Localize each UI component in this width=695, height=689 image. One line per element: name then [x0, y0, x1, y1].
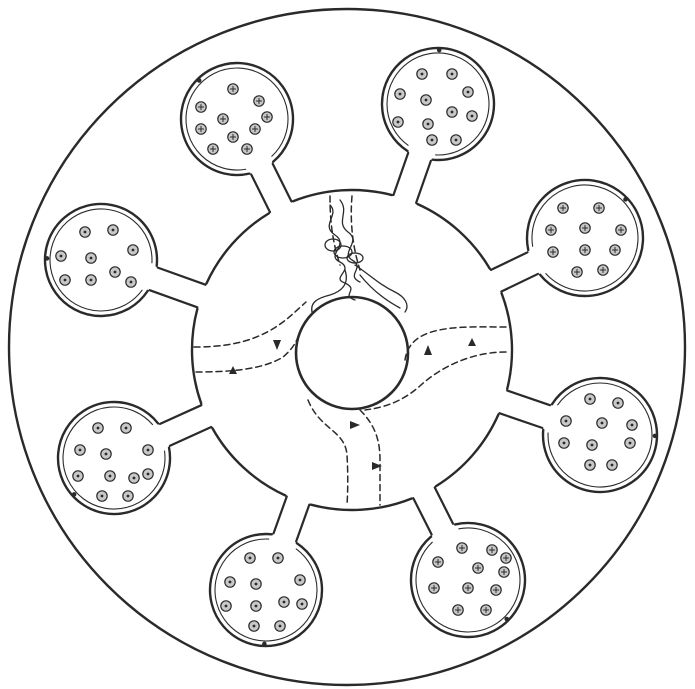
particle-mark	[589, 398, 592, 401]
particle-mark	[427, 123, 430, 126]
particle-mark	[589, 464, 592, 467]
particle-mark	[565, 420, 568, 423]
rim-marker	[262, 642, 267, 647]
particle-mark	[601, 422, 604, 425]
particle-mark	[84, 231, 87, 234]
particle-mark	[591, 444, 594, 447]
particle-mark	[127, 495, 130, 498]
particle-mark	[471, 115, 474, 118]
particle-mark	[301, 603, 304, 606]
particle-mark	[132, 249, 135, 252]
particle-mark	[631, 424, 634, 427]
particle-mark	[101, 495, 104, 498]
rim-marker	[623, 197, 628, 202]
particle-mark	[109, 475, 112, 478]
particle-mark	[617, 402, 620, 405]
particle-mark	[455, 139, 458, 142]
particle-mark	[229, 581, 232, 584]
rim-marker	[197, 78, 202, 83]
particle-mark	[255, 605, 258, 608]
particle-mark	[133, 477, 136, 480]
particle-mark	[105, 453, 108, 456]
chamber-8	[411, 523, 525, 637]
particle-mark	[279, 625, 282, 628]
particle-mark	[399, 93, 402, 96]
particle-mark	[421, 73, 424, 76]
particle-mark	[253, 625, 256, 628]
particle-mark	[283, 601, 286, 604]
particle-mark	[79, 449, 82, 452]
particle-mark	[64, 279, 67, 282]
particle-mark	[611, 464, 614, 467]
particle-mark	[425, 99, 428, 102]
particle-mark	[97, 427, 100, 430]
particle-mark	[629, 442, 632, 445]
particle-mark	[563, 442, 566, 445]
rim-marker	[72, 492, 77, 497]
rim-marker	[504, 617, 509, 622]
particle-mark	[112, 229, 115, 232]
chamber-5	[543, 378, 657, 492]
particle-mark	[467, 91, 470, 94]
chamber-2	[382, 48, 494, 160]
particle-mark	[397, 121, 400, 124]
particle-mark	[451, 73, 454, 76]
chamber-3	[527, 180, 643, 296]
particle-mark	[77, 475, 80, 478]
chamber-7	[210, 534, 322, 646]
chamber-1	[181, 63, 293, 175]
particle-mark	[225, 605, 228, 608]
particle-mark	[431, 139, 434, 142]
rim-marker	[45, 256, 50, 261]
chamber-6	[58, 402, 170, 514]
particle-mark	[114, 271, 117, 274]
particle-mark	[147, 449, 150, 452]
particle-mark	[277, 557, 280, 560]
rim-marker	[437, 48, 442, 53]
particle-mark	[147, 473, 150, 476]
rim-marker	[653, 434, 658, 439]
particle-mark	[299, 579, 302, 582]
particle-mark	[90, 279, 93, 282]
particle-mark	[451, 111, 454, 114]
particle-mark	[249, 557, 252, 560]
chamber-4	[45, 204, 157, 316]
particle-mark	[255, 583, 258, 586]
particle-mark	[125, 427, 128, 430]
particle-mark	[130, 281, 133, 284]
particle-mark	[90, 257, 93, 260]
particle-mark	[60, 255, 63, 258]
inner-ring	[296, 297, 408, 409]
